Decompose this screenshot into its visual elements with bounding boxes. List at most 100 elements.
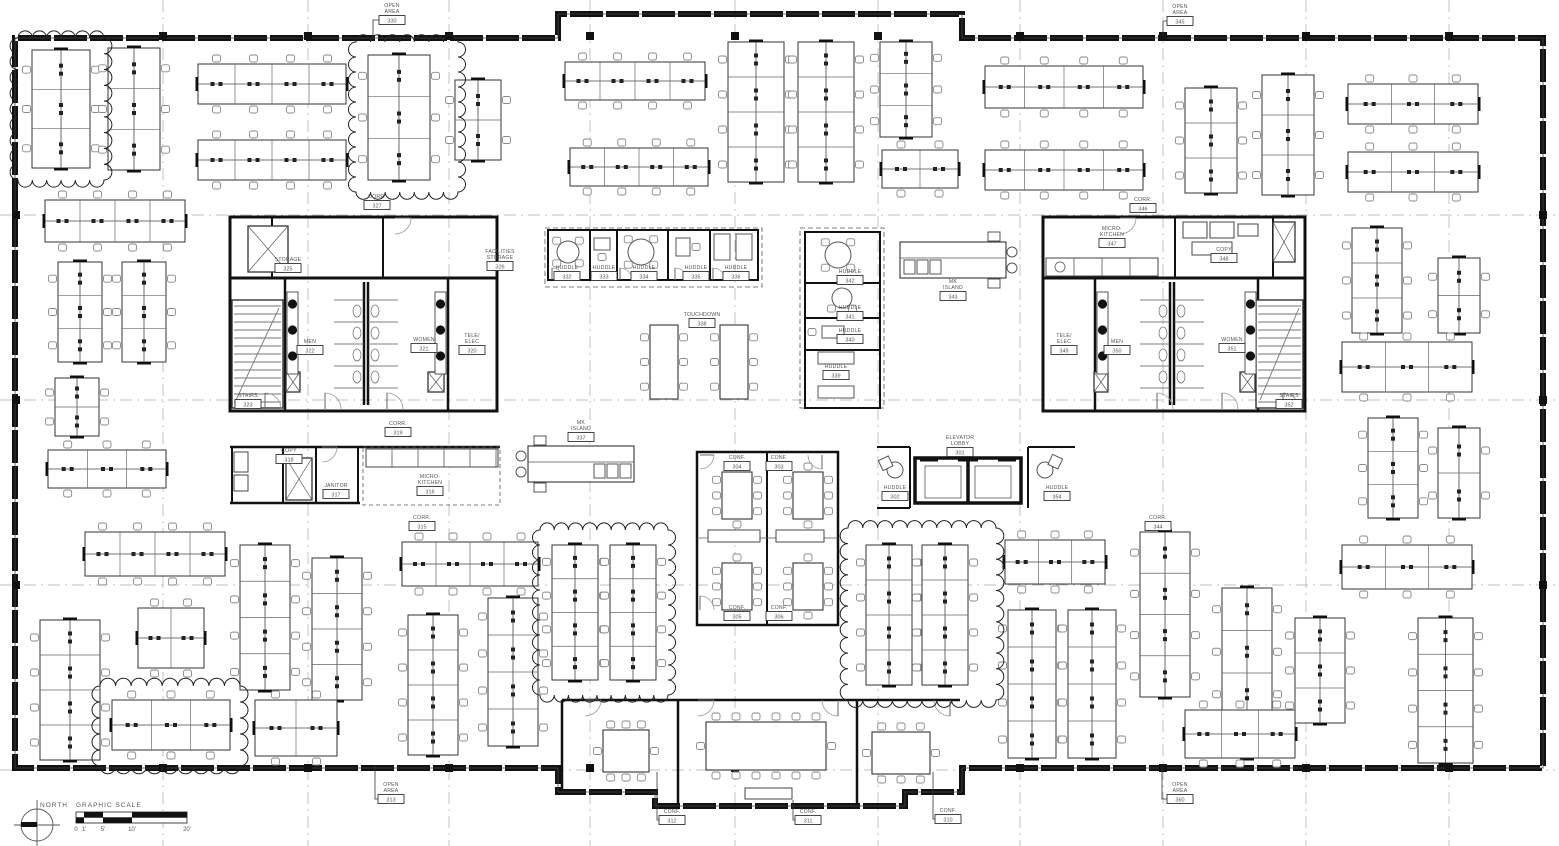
- shape: [686, 138, 696, 147]
- shape: [707, 529, 761, 543]
- room-number-box: [682, 271, 710, 281]
- room-number-box: [723, 461, 751, 471]
- door: [1156, 392, 1174, 410]
- shape: [811, 771, 821, 780]
- shape: [93, 243, 102, 252]
- shape: [1077, 85, 1082, 89]
- shape: [1315, 131, 1324, 139]
- shape: [156, 636, 161, 640]
- workstation-cluster: [1175, 85, 1247, 196]
- shape: [1176, 304, 1186, 318]
- shape: [679, 382, 688, 391]
- shape: [1252, 91, 1261, 99]
- shape: [1176, 326, 1186, 340]
- shape: [185, 214, 188, 228]
- shape: [78, 339, 82, 344]
- shape: [582, 138, 592, 147]
- shape: [431, 704, 435, 709]
- room-number-box: [1129, 203, 1157, 213]
- shape: [1481, 272, 1490, 281]
- shape: [1212, 647, 1221, 656]
- graphic-scale-label: GRAPHIC SCALE: [76, 802, 142, 809]
- shape: [45, 388, 54, 397]
- shape: [933, 53, 942, 62]
- shape: [578, 52, 587, 61]
- shape: [1407, 102, 1411, 106]
- shape: [42, 214, 45, 228]
- workstation-cluster: [567, 138, 711, 196]
- shape: [1039, 140, 1049, 149]
- shape: [258, 690, 272, 693]
- shape: [1125, 85, 1130, 89]
- shape: [414, 532, 424, 541]
- shape: [749, 39, 763, 42]
- shape: [212, 181, 221, 190]
- shape: [75, 415, 79, 420]
- shape: [335, 605, 339, 610]
- column: [731, 32, 739, 40]
- shape: [1450, 102, 1455, 106]
- shape: [1030, 622, 1034, 627]
- shape: [78, 272, 82, 277]
- shape: [713, 233, 731, 261]
- shape: [824, 491, 833, 500]
- room-number: 345: [1175, 20, 1184, 26]
- shape: [358, 113, 367, 122]
- shape: [1443, 702, 1448, 707]
- shape: [1030, 704, 1034, 709]
- shape: [886, 461, 904, 479]
- shape: [1030, 741, 1034, 746]
- shape: [1451, 74, 1461, 83]
- shape: [1197, 732, 1202, 736]
- shape: [1163, 595, 1167, 600]
- shape: [573, 597, 577, 602]
- shape: [846, 263, 856, 272]
- shape: [1457, 270, 1461, 275]
- shape: [824, 507, 833, 516]
- shape: [1270, 732, 1275, 736]
- shape: [710, 333, 719, 342]
- room-name: CONF.: [771, 455, 788, 461]
- shape: [887, 626, 891, 631]
- shape: [754, 131, 758, 136]
- shape: [1090, 560, 1095, 564]
- shape: [68, 666, 72, 671]
- shape: [1438, 763, 1453, 766]
- shape: [623, 235, 633, 244]
- shape: [710, 382, 719, 391]
- shape: [203, 522, 212, 531]
- shape: [584, 79, 589, 83]
- room-number: 313: [386, 798, 395, 804]
- room-label: CONF.310: [932, 772, 962, 824]
- room-name: CORR.: [389, 421, 407, 427]
- workstation-cluster: [1285, 615, 1355, 726]
- shape: [783, 582, 792, 591]
- shape: [397, 161, 401, 166]
- shape: [1318, 637, 1322, 642]
- shape: [134, 219, 139, 223]
- shape: [969, 593, 978, 602]
- shape: [1402, 332, 1412, 341]
- shape: [230, 559, 239, 568]
- shape: [573, 657, 577, 662]
- shape: [58, 190, 67, 199]
- room-name: HUDDLE: [725, 265, 748, 271]
- shape: [321, 158, 326, 162]
- shape: [476, 94, 480, 98]
- shape: [1050, 585, 1060, 594]
- room-name: CONF.: [771, 605, 788, 611]
- shape: [912, 663, 921, 672]
- round-table: [820, 238, 856, 272]
- shape: [1286, 89, 1290, 93]
- workstation-cluster: [30, 617, 110, 763]
- door: [321, 446, 338, 463]
- shape: [1444, 565, 1449, 569]
- shape: [649, 324, 679, 400]
- shape: [286, 130, 295, 139]
- column: [445, 32, 453, 40]
- shape: [337, 721, 340, 735]
